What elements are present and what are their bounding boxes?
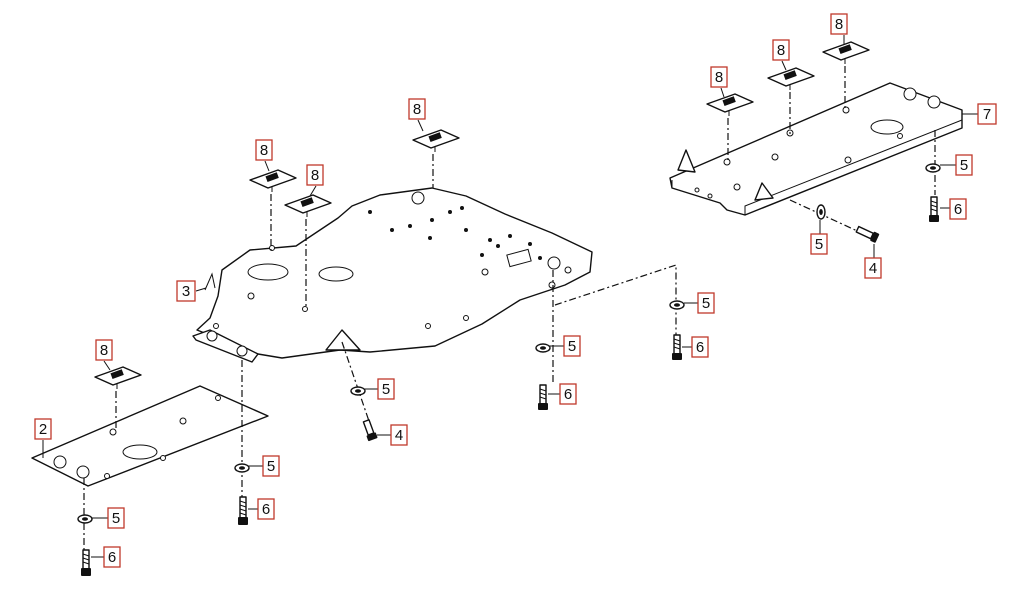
svg-text:5: 5 (112, 510, 120, 527)
svg-text:6: 6 (696, 339, 704, 356)
callout-8-g: 8 (95, 339, 113, 361)
callout-5-c: 5 (697, 292, 715, 314)
callout-6-b: 6 (691, 336, 709, 358)
callout-2: 2 (34, 418, 52, 440)
svg-text:8: 8 (715, 69, 723, 86)
callout-8-d: 8 (408, 98, 426, 120)
svg-text:8: 8 (260, 142, 268, 159)
callout-6-d: 6 (257, 498, 275, 520)
svg-text:5: 5 (815, 236, 823, 253)
leader-lines (42, 35, 978, 558)
svg-text:4: 4 (395, 427, 403, 444)
svg-text:6: 6 (954, 201, 962, 218)
svg-text:5: 5 (382, 381, 390, 398)
svg-text:5: 5 (267, 458, 275, 475)
bolts (81, 196, 939, 576)
svg-text:8: 8 (777, 42, 785, 59)
callout-5-a: 5 (955, 154, 973, 176)
callout-7: 7 (977, 103, 997, 125)
svg-text:5: 5 (702, 295, 710, 312)
svg-text:5: 5 (960, 157, 968, 174)
callout-4-a: 4 (864, 257, 882, 279)
callout-3: 3 (176, 280, 196, 302)
svg-text:3: 3 (182, 283, 190, 300)
skid-plate-rear (669, 82, 963, 216)
callout-8-e: 8 (255, 139, 273, 161)
callout-6-c: 6 (559, 383, 577, 405)
svg-text:5: 5 (568, 338, 576, 355)
svg-text:7: 7 (983, 106, 991, 123)
callout-4-b: 4 (390, 424, 408, 446)
clips (94, 41, 870, 389)
callout-5-f: 5 (262, 455, 280, 477)
callout-8-c: 8 (710, 66, 728, 88)
callout-5-e: 5 (377, 378, 395, 400)
svg-text:4: 4 (869, 260, 877, 277)
callout-8-a: 8 (830, 13, 848, 35)
skid-plate-front (31, 385, 269, 487)
callout-5-g: 5 (107, 507, 125, 529)
svg-text:8: 8 (413, 101, 421, 118)
washers (77, 163, 941, 524)
svg-text:8: 8 (100, 342, 108, 359)
callout-5-d: 5 (563, 335, 581, 357)
svg-text:6: 6 (262, 501, 270, 518)
callout-8-a-text: 8 (835, 16, 843, 33)
svg-text:8: 8 (311, 167, 319, 184)
svg-text:2: 2 (39, 421, 47, 438)
svg-text:6: 6 (564, 386, 572, 403)
callout-5-b: 5 (810, 233, 828, 255)
callout-8-b: 8 (772, 39, 790, 61)
callout-8-f: 8 (306, 164, 324, 186)
svg-text:6: 6 (108, 549, 116, 566)
skid-plate-center (192, 187, 593, 363)
callout-6-e: 6 (103, 546, 121, 568)
callout-6-a: 6 (949, 198, 967, 220)
